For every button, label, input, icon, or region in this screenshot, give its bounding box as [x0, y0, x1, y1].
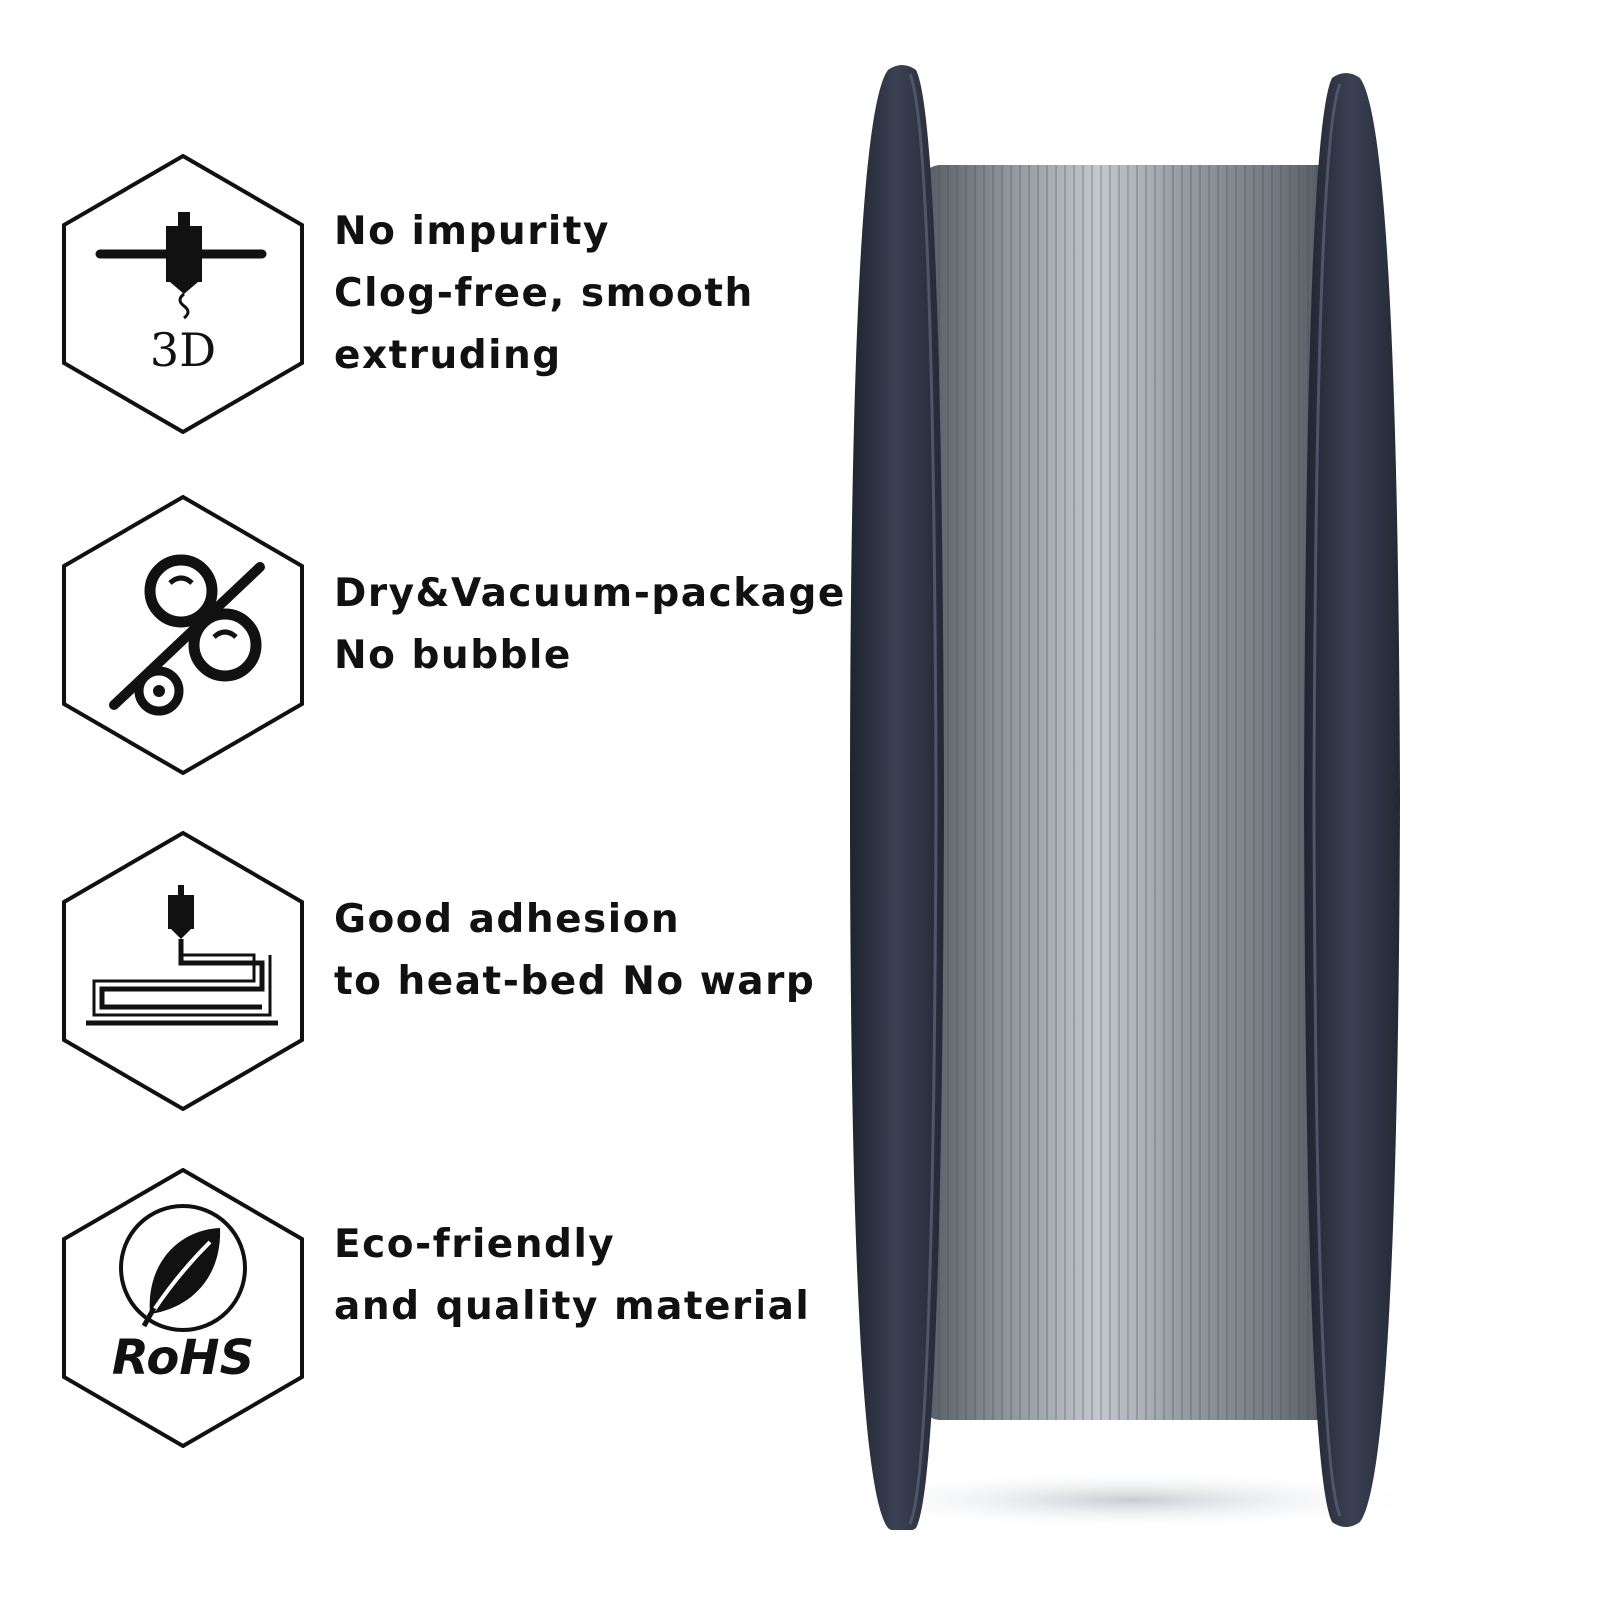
heat-bed-adhesion-icon	[62, 830, 304, 1112]
feature-line: Clog-free, smooth	[334, 271, 754, 316]
feature-line: extruding	[334, 333, 562, 378]
feature-dry-vacuum: Dry&Vacuum-package No bubble	[334, 563, 846, 687]
feature-line: Eco-friendly	[334, 1222, 616, 1267]
feature-line: Good adhesion	[334, 897, 681, 942]
3d-printer-icon: 3D	[62, 153, 304, 435]
dry-percent-icon	[62, 494, 304, 776]
feature-line: and quality material	[334, 1284, 811, 1329]
3d-icon-label: 3D	[150, 323, 216, 377]
feature-line: Dry&Vacuum-package	[334, 571, 846, 616]
rohs-label: RoHS	[112, 1330, 254, 1386]
feature-line: No impurity	[334, 209, 610, 254]
feature-eco-friendly: Eco-friendly and quality material	[334, 1214, 810, 1338]
feature-good-adhesion: Good adhesion to heat-bed No warp	[334, 889, 815, 1013]
feature-line: No bubble	[334, 633, 572, 678]
feature-no-impurity: No impurity Clog-free, smooth extruding	[334, 201, 754, 387]
filament-spool-image	[830, 60, 1430, 1533]
rohs-leaf-icon: RoHS	[62, 1167, 304, 1449]
feature-line: to heat-bed No warp	[334, 959, 816, 1004]
